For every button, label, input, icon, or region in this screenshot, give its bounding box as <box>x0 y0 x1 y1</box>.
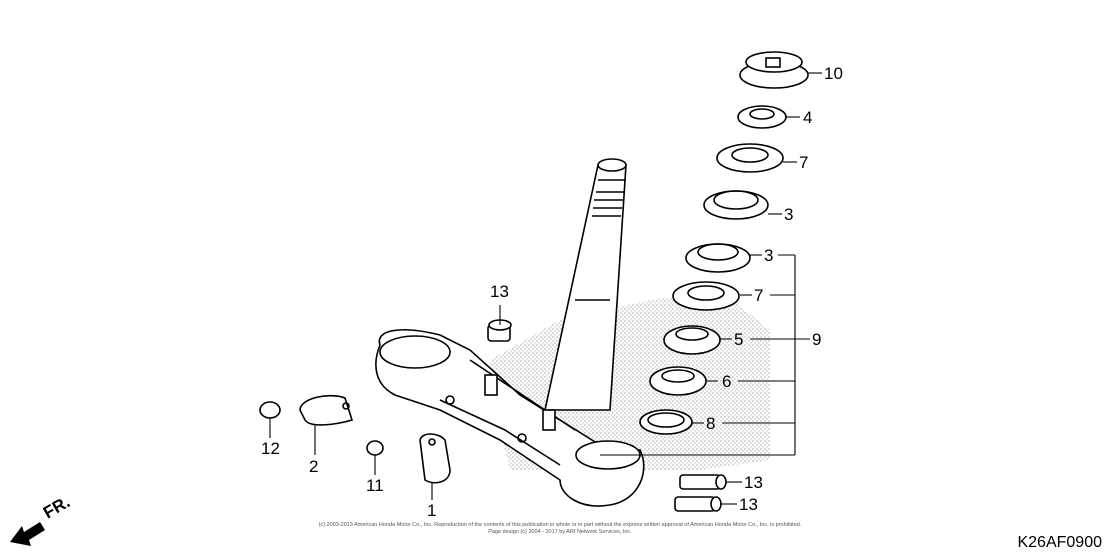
part-3-lower-race[interactable] <box>685 243 751 273</box>
bolt-13-lower-b[interactable] <box>674 496 722 512</box>
copyright-line-1: (c) 2003-2013 American Honda Motor Co., … <box>318 522 802 528</box>
callout-10: 10 <box>824 64 843 83</box>
part-4-hole <box>749 108 775 120</box>
callout-13-lower-b: 13 <box>739 495 758 514</box>
copyright-notice: (c) 2003-2013 American Honda Motor Co., … <box>300 522 820 536</box>
front-direction-arrow <box>10 522 45 546</box>
callout-3-lower: 3 <box>764 246 773 265</box>
callout-7-upper: 7 <box>799 153 808 172</box>
part-5-seal[interactable] <box>663 325 721 355</box>
callout-9: 9 <box>812 330 821 349</box>
steering-stem[interactable] <box>544 158 627 411</box>
part-11-bolt[interactable] <box>366 440 384 456</box>
callout-1: 1 <box>427 501 436 520</box>
callout-8: 8 <box>706 414 715 433</box>
part-12-clip[interactable] <box>259 401 281 419</box>
leader-lines <box>269 72 822 505</box>
callout-2: 2 <box>309 457 318 476</box>
part-1-stay[interactable] <box>419 433 451 484</box>
part-2-bracket[interactable] <box>299 394 354 426</box>
part-6-dust-seal[interactable] <box>649 366 707 396</box>
callout-13-upper: 13 <box>490 282 509 301</box>
callout-5: 5 <box>734 330 743 349</box>
callout-13-lower-a: 13 <box>744 473 763 492</box>
part-8-washer[interactable] <box>639 409 693 435</box>
callout-4: 4 <box>803 108 812 127</box>
callout-12: 12 <box>261 439 280 458</box>
part-7-lower-bearing[interactable] <box>672 281 740 311</box>
part-10-nut[interactable] <box>739 51 809 89</box>
callout-6: 6 <box>722 372 731 391</box>
callout-3-upper: 3 <box>784 205 793 224</box>
part-3-upper-race[interactable] <box>703 190 769 220</box>
copyright-line-2: Page design (c) 2004 - 2017 by ARI Netwo… <box>488 529 632 535</box>
diagram-code: K26AF0900 <box>1017 534 1102 551</box>
callout-11: 11 <box>366 476 384 495</box>
part-7-upper-bearing[interactable] <box>716 143 784 173</box>
callout-7-lower: 7 <box>754 286 763 305</box>
bolt-13-lower-a[interactable] <box>679 474 727 490</box>
